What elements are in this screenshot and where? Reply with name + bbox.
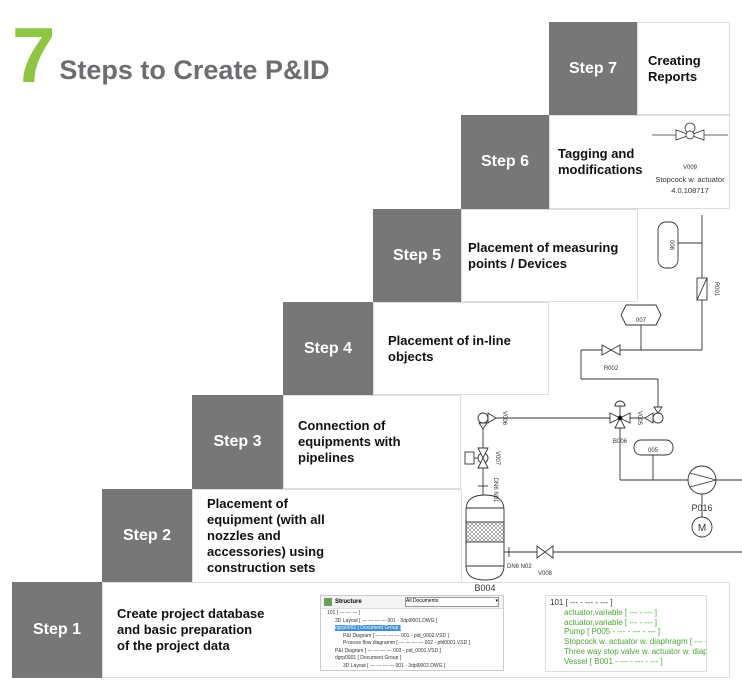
step-2-text: Placement of equipment (with all nozzles… — [207, 496, 325, 575]
pump-p016 — [687, 465, 717, 495]
vessel-b004 — [465, 494, 505, 581]
object-tree-panel: 101 [ --- - --- - --- ] actuator,variabl… — [545, 595, 707, 672]
label-v006: V006 — [501, 411, 507, 426]
tag-example: V009 Stopcock w. actuator 4.0.108717 — [640, 163, 740, 196]
tag-name: Stopcock w. actuator — [655, 175, 725, 184]
label-v007: V007 — [494, 451, 500, 466]
valve-v008 — [536, 545, 554, 559]
label-b004: B004 — [474, 583, 495, 593]
tree-row[interactable]: Three way stop valve w. actuator w. diap… — [564, 646, 707, 656]
stopcock-actuator-icon — [652, 122, 728, 141]
tree-row-selected[interactable]: dgrp0002 [ Document Group ] — [335, 625, 402, 631]
step-3-text: Connection of equipments with pipelines — [298, 418, 401, 465]
step-2-panel: Placement of equipment (with all nozzles… — [192, 489, 462, 583]
chevron-down-icon: ▾ — [495, 598, 498, 604]
step-1-label: Step 1 — [12, 582, 102, 678]
tree-row[interactable]: actuator,variable [ --- - --- ] — [564, 617, 657, 627]
step-5-label: Step 5 — [373, 209, 461, 302]
tree-row[interactable]: actuator,variable [ --- - --- ] — [564, 607, 657, 617]
valve-v006 — [477, 412, 497, 430]
step-3-label: Step 3 — [192, 395, 283, 489]
valve-v007 — [464, 447, 489, 469]
step-6-text: Tagging and modifications — [558, 146, 643, 177]
tree-row[interactable]: 3D Layout [ --- --- --- --- 001 - 3dpl00… — [335, 617, 438, 624]
vessel-007 — [620, 304, 662, 326]
step-6-label: Step 6 — [461, 115, 549, 209]
tree-row[interactable]: dgrp0001 [ Document Group ] — [335, 655, 402, 661]
step-2-label: Step 2 — [102, 489, 192, 582]
label-n02: DN6 N02 — [507, 564, 532, 570]
structure-label: Structure — [335, 599, 362, 605]
step-5-panel: Placement of measuring points / Devices — [461, 209, 638, 302]
tree-row[interactable]: P&I Diagram [ --- --- --- --- 001 - pid_… — [343, 632, 449, 639]
motor-m — [691, 516, 713, 538]
tree-row[interactable]: Stopcock w. actuator w. diaphragm [ --- … — [564, 637, 707, 647]
tag-code: 4.0.108717 — [671, 186, 709, 195]
tree-row[interactable]: Process flow diagramm [ --- --- --- --- … — [343, 640, 470, 646]
label-r001: R001 — [713, 282, 719, 297]
tree-row[interactable]: Vessel [ B001 - --- - --- - --- ] — [564, 656, 663, 666]
step-7-text: Creating Reports — [648, 52, 701, 84]
document-filter-value: All Documents — [406, 598, 439, 604]
step-4-panel: Placement of in-line objects — [373, 302, 549, 395]
tree-row[interactable]: Pump [ P005 - --- - --- - --- ] — [564, 627, 660, 637]
structure-panel: Structure All Documents ▾ 101 [ --- --- -… — [320, 595, 504, 671]
tree-row[interactable]: P&I Diagram [ --- --- --- --- 003 - pid_… — [335, 647, 441, 654]
vessel-005 — [633, 439, 674, 456]
step-4-text: Placement of in-line objects — [388, 332, 511, 364]
label-v008: V008 — [538, 571, 553, 577]
label-007: 007 — [636, 318, 647, 324]
structure-tree: 101 [ --- --- --- ] 3D Layout [ --- --- … — [327, 610, 470, 670]
title-number: 7 — [12, 11, 56, 99]
tree-row[interactable]: 101 [ --- --- --- ] — [327, 610, 361, 616]
label-b006: B006 — [613, 439, 628, 445]
step-4-label: Step 4 — [283, 302, 373, 395]
document-filter-select[interactable]: All Documents ▾ — [405, 597, 499, 607]
label-v005: V005 — [636, 411, 642, 426]
label-n01: DN6 N01 — [492, 478, 498, 503]
structure-icon — [324, 598, 332, 606]
title-text: Steps to Create P&ID — [59, 55, 330, 85]
step-6-panel: Tagging and modifications — [549, 115, 730, 209]
step-5-text: Placement of measuring points / Devices — [468, 239, 619, 271]
page-title: 7 Steps to Create P&ID — [12, 11, 330, 99]
tag-id: V009 — [682, 165, 697, 171]
step-3-panel: Connection of equipments with pipelines — [283, 395, 461, 489]
valve-b006 — [609, 400, 631, 429]
label-p016: P016 — [691, 503, 712, 513]
valve-v005 — [644, 406, 664, 424]
label-m: M — [698, 523, 706, 534]
label-r002: R002 — [604, 366, 619, 372]
valve-r002 — [601, 344, 621, 356]
object-tree: 101 [ --- - --- - --- ] actuator,variabl… — [550, 598, 707, 667]
step-7-panel: Creating Reports — [637, 22, 730, 115]
tree-row[interactable]: 101 [ --- - --- - --- ] — [550, 598, 613, 607]
step-1-text: Create project database and basic prepar… — [117, 606, 265, 653]
step-7-label: Step 7 — [549, 22, 637, 115]
label-005: 005 — [648, 448, 659, 454]
tree-row[interactable]: 3D Layout [ --- --- --- --- 001 - 3dpl00… — [343, 662, 446, 669]
label-008: 008 — [668, 240, 674, 251]
vessel-008 — [657, 221, 679, 269]
